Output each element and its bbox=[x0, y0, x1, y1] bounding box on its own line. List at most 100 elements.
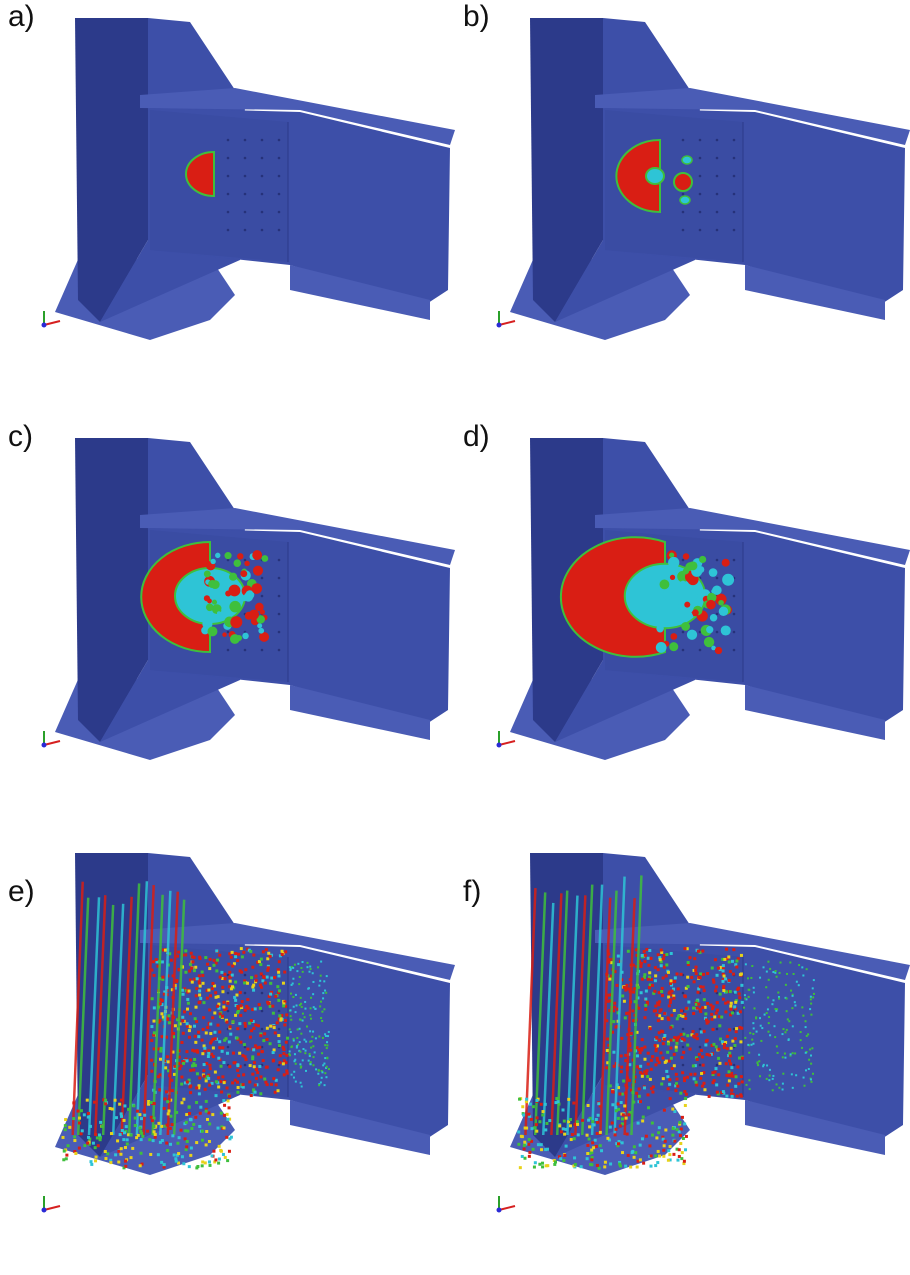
beam-stress-cell bbox=[786, 1018, 789, 1021]
stress-cell bbox=[244, 1058, 248, 1062]
beam-stress-cell bbox=[292, 1005, 295, 1008]
stress-cell bbox=[238, 1065, 242, 1069]
beam-stress-cell bbox=[750, 976, 753, 979]
stress-cell bbox=[668, 1000, 672, 1004]
beam-stress-cell bbox=[752, 1022, 755, 1025]
stress-cell bbox=[278, 989, 282, 993]
stress-cell bbox=[737, 992, 741, 996]
base-stress-cell bbox=[616, 1144, 620, 1148]
base-stress-cell bbox=[553, 1162, 557, 1166]
stress-cell bbox=[695, 1057, 699, 1061]
stress-cell bbox=[739, 1075, 743, 1079]
beam-stress-cell bbox=[795, 980, 798, 983]
bolt bbox=[260, 228, 264, 232]
stress-cell bbox=[262, 975, 266, 979]
stress-cell bbox=[257, 1052, 261, 1056]
stress-cell bbox=[729, 1004, 733, 1008]
stress-cell bbox=[282, 1059, 286, 1063]
stress-bolt bbox=[673, 172, 693, 192]
base-stress-cell bbox=[581, 1118, 585, 1122]
base-stress-cell bbox=[616, 1102, 620, 1106]
base-stress-cell bbox=[114, 1153, 118, 1157]
beam-stress-cell bbox=[301, 1012, 304, 1015]
beam-stress-cell bbox=[309, 1014, 312, 1017]
stress-cell bbox=[722, 1091, 726, 1095]
base-stress-cell bbox=[125, 1138, 129, 1142]
stress-cell bbox=[646, 1051, 650, 1055]
base-stress-cell bbox=[88, 1124, 92, 1128]
stress-cell bbox=[687, 1000, 691, 1004]
bolt bbox=[732, 630, 736, 634]
stress-cell bbox=[160, 1003, 164, 1007]
stress-cell bbox=[240, 1000, 244, 1004]
stress-cell bbox=[170, 988, 174, 992]
base-stress-cell bbox=[91, 1141, 95, 1145]
stress-cell bbox=[653, 1044, 657, 1048]
stress-cell bbox=[670, 1067, 674, 1071]
base-stress-cell bbox=[195, 1141, 199, 1145]
base-stress-cell bbox=[664, 1128, 668, 1132]
base-stress-cell bbox=[86, 1141, 90, 1145]
beam-stress-cell bbox=[289, 1054, 292, 1057]
base-stress-cell bbox=[73, 1150, 77, 1154]
panel-c: c) bbox=[0, 420, 455, 820]
stress-cell bbox=[207, 1051, 211, 1055]
stress-speckle bbox=[257, 623, 263, 629]
stress-cell bbox=[628, 1078, 632, 1082]
beam-stress-cell bbox=[779, 961, 782, 964]
base-stress-cell bbox=[219, 1149, 223, 1153]
stress-cell bbox=[278, 1054, 282, 1058]
beam-stress-cell bbox=[312, 1064, 315, 1067]
stress-cell bbox=[228, 985, 232, 989]
base-stress-cell bbox=[167, 1109, 171, 1113]
stress-cell bbox=[199, 996, 203, 1000]
base-stress-cell bbox=[214, 1158, 218, 1162]
stress-cell bbox=[197, 1035, 201, 1039]
stress-cell bbox=[695, 1037, 699, 1041]
base-stress-cell bbox=[122, 1118, 126, 1122]
stress-cell bbox=[649, 977, 653, 981]
beam-stress-cell bbox=[784, 1031, 787, 1034]
beam-top-flange bbox=[595, 923, 910, 980]
stress-cell bbox=[274, 994, 278, 998]
stress-cell bbox=[204, 1079, 208, 1083]
base-stress-cell bbox=[561, 1127, 565, 1131]
stress-cell bbox=[248, 1035, 252, 1039]
base-stress-cell bbox=[85, 1098, 89, 1102]
stress-cell bbox=[236, 1068, 240, 1072]
base-stress-cell bbox=[94, 1159, 98, 1163]
stress-cell bbox=[201, 1027, 205, 1031]
stress-cell bbox=[222, 1000, 226, 1004]
beam-stress-cell bbox=[308, 1053, 311, 1056]
stress-cell bbox=[729, 1007, 733, 1011]
stress-cell bbox=[173, 1024, 177, 1028]
beam-stress-cell bbox=[748, 1051, 751, 1054]
bolt bbox=[260, 192, 264, 196]
stress-speckle bbox=[252, 550, 263, 561]
bolt bbox=[732, 594, 736, 598]
stress-cell bbox=[188, 962, 192, 966]
x-axis bbox=[498, 740, 516, 746]
stress-cell bbox=[646, 1062, 650, 1066]
stress-speckle bbox=[256, 615, 265, 624]
base-stress-cell bbox=[641, 1115, 645, 1119]
stress-cell bbox=[727, 1054, 731, 1058]
stress-streak bbox=[159, 890, 172, 1136]
bolt bbox=[277, 612, 281, 616]
base-stress-cell bbox=[162, 1163, 166, 1167]
beam-stress-cell bbox=[776, 1051, 779, 1054]
fem-model-c bbox=[41, 438, 455, 760]
base-stress-cell bbox=[108, 1107, 112, 1111]
stress-cell bbox=[164, 1066, 168, 1070]
stress-cell bbox=[198, 984, 202, 988]
base-stress-cell bbox=[226, 1099, 230, 1103]
stress-cell bbox=[266, 957, 270, 961]
stress-cell bbox=[198, 993, 202, 997]
stress-cell bbox=[283, 1000, 287, 1004]
stress-cell bbox=[207, 988, 211, 992]
base-stress-cell bbox=[636, 1159, 640, 1163]
stress-cell bbox=[663, 1034, 667, 1038]
base-stress-cell bbox=[152, 1124, 156, 1128]
beam-stress-cell bbox=[300, 1002, 303, 1005]
stress-cell bbox=[710, 966, 714, 970]
